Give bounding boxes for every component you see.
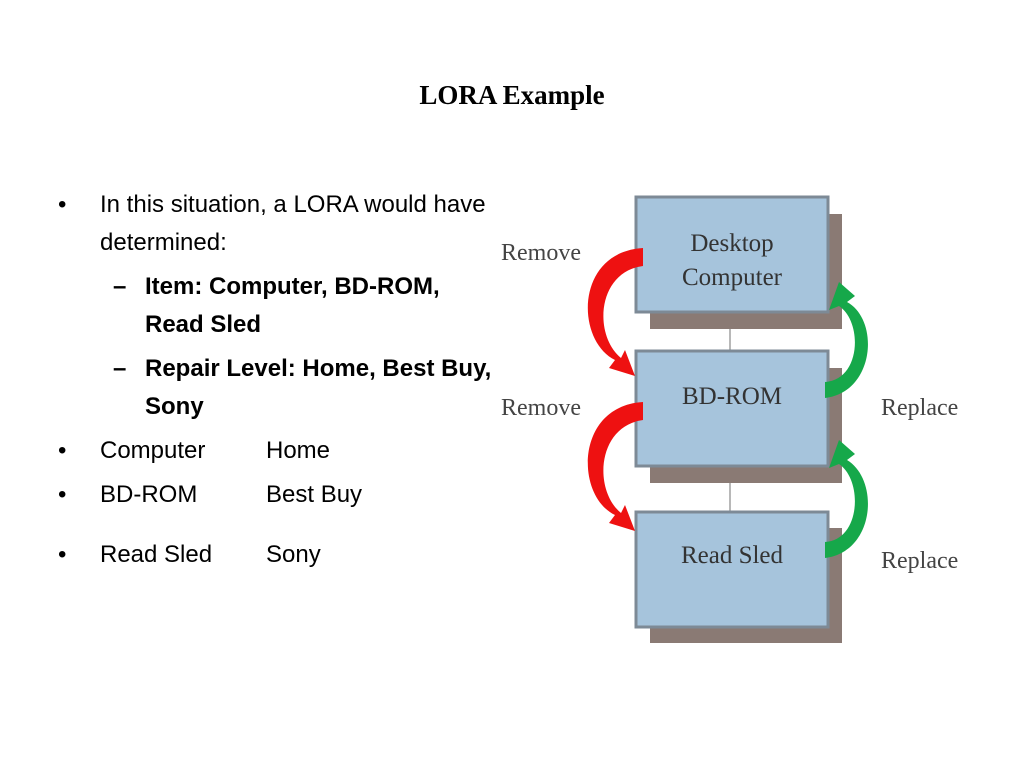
remove-arrow [587,402,643,531]
bullet-pair-read-sled: • Read Sled Sony [58,536,498,574]
replace-label: Replace [881,548,958,574]
bullet-pair-bd-rom: • BD-ROM Best Buy [58,476,498,514]
box-desktop-computer-label-1: Desktop [690,230,773,257]
pair-level: Home [266,437,331,464]
bullet-dot: • [58,437,67,464]
lora-diagram-svg: Desktop Computer BD-ROM Read Sled Remove… [501,195,958,643]
sub-bullet-repair-level: – Repair Level: Home, Best Buy, Sony [58,350,498,426]
box-read-sled-label: Read Sled [681,542,784,569]
box-desktop-computer [634,195,830,314]
sub-bullet-dash: – [113,273,127,300]
lora-diagram: Desktop Computer BD-ROM Read Sled Remove… [495,190,975,665]
sub-bullet-repair-level-text: Repair Level: Home, Best Buy, Sony [145,355,492,420]
box-desktop-computer-label-2: Computer [682,264,783,291]
pair-level: Best Buy [266,481,363,508]
replace-arrow [825,440,868,558]
bullet-pair-computer: • Computer Home [58,432,498,470]
remove-label: Remove [501,240,581,266]
replace-arrow [825,282,868,398]
bullet-dot: • [58,191,67,218]
remove-label: Remove [501,395,581,421]
pair-item: BD-ROM [100,481,198,508]
pair-item: Computer [100,437,206,464]
slide-title: LORA Example [419,80,605,110]
bullet-dot: • [58,541,67,568]
pair-level: Sony [266,541,321,568]
bullet-list: • In this situation, a LORA would have d… [58,186,498,574]
replace-label: Replace [881,395,958,421]
box-read-sled [634,510,830,629]
bullet-intro-text: In this situation, a LORA would have det… [100,191,486,256]
box-bd-rom-label: BD-ROM [682,383,782,410]
pair-item: Read Sled [100,541,213,568]
bullet-intro: • In this situation, a LORA would have d… [58,186,498,262]
remove-arrow [587,248,643,376]
sub-bullet-item: – Item: Computer, BD-ROM, Read Sled [58,268,498,344]
sub-bullet-item-text: Item: Computer, BD-ROM, Read Sled [145,273,440,338]
sub-bullet-dash: – [113,355,127,382]
bullet-dot: • [58,481,67,508]
box-bd-rom [634,349,830,468]
